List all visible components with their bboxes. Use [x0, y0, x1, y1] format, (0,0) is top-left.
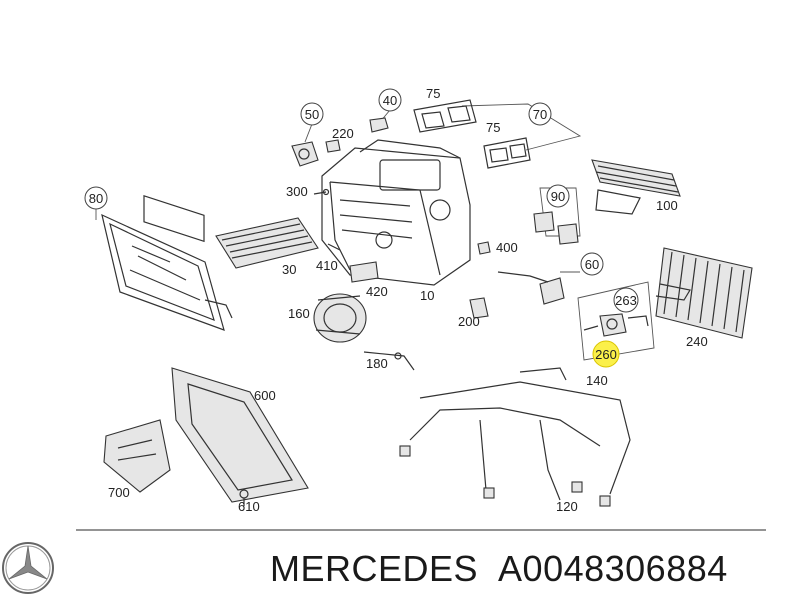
callout-263: 263: [613, 287, 639, 313]
label-200: 200: [458, 314, 480, 329]
part-120-wiring-harness: [399, 367, 631, 507]
part-40-sensor: [369, 109, 391, 133]
callout-90: 90: [546, 184, 570, 208]
part-420-bracket: [349, 261, 379, 283]
part-30-filter: [215, 217, 319, 269]
part-400-clip: [477, 241, 491, 255]
part-300-screw: [313, 188, 330, 196]
part-700-bracket: [103, 419, 171, 493]
callout-70: 70: [528, 102, 552, 126]
label-160: 160: [288, 306, 310, 321]
label-240: 240: [686, 334, 708, 349]
label-120: 120: [556, 499, 578, 514]
part-90-actuators: [533, 187, 581, 245]
svg-text:40: 40: [383, 93, 397, 108]
part-610-screw: [239, 489, 249, 506]
part-220-connector: [325, 139, 341, 153]
label-700: 700: [108, 485, 130, 500]
part-240-evaporator: [655, 247, 753, 339]
label-410: 410: [316, 258, 338, 273]
footer-part-title: MERCEDES A0048306884: [270, 548, 795, 590]
part-100-heater-core: [591, 159, 681, 215]
label-610: 610: [238, 499, 260, 514]
part-180-sensor-cable: [363, 351, 415, 371]
svg-text:90: 90: [551, 189, 565, 204]
label-300: 300: [286, 184, 308, 199]
label-75a: 75: [426, 86, 440, 101]
part-200-bracket: [469, 297, 489, 319]
part-70-flaps: [413, 99, 582, 169]
part-410-clip: [327, 243, 341, 251]
label-75b: 75: [486, 120, 500, 135]
mercedes-star-icon: [2, 542, 54, 594]
part-50-actuator: [291, 123, 319, 167]
label-600: 600: [254, 388, 276, 403]
label-100: 100: [656, 198, 678, 213]
callout-260: 260: [592, 340, 620, 368]
callout-80: 80: [84, 186, 108, 210]
footer-part-number: A0048306884: [498, 548, 728, 589]
label-10: 10: [420, 288, 434, 303]
svg-text:70: 70: [533, 107, 547, 122]
label-420: 420: [366, 284, 388, 299]
label-30: 30: [282, 262, 296, 277]
label-400: 400: [496, 240, 518, 255]
footer-brand: MERCEDES: [270, 548, 479, 589]
callout-60: 60: [580, 252, 604, 276]
part-80-gasket: [95, 194, 233, 331]
label-180: 180: [366, 356, 388, 371]
part-600-frame: [171, 367, 309, 503]
svg-text:263: 263: [615, 293, 637, 308]
svg-text:260: 260: [595, 347, 617, 362]
callout-40: 40: [378, 88, 402, 112]
part-140-group: [577, 281, 655, 361]
part-60-module: [497, 271, 580, 305]
label-220: 220: [332, 126, 354, 141]
svg-text:50: 50: [305, 107, 319, 122]
label-140: 140: [586, 373, 608, 388]
callout-50: 50: [300, 102, 324, 126]
part-160-blower: [313, 293, 367, 343]
part-10-housing: [321, 139, 471, 286]
svg-text:80: 80: [89, 191, 103, 206]
svg-text:60: 60: [585, 257, 599, 272]
